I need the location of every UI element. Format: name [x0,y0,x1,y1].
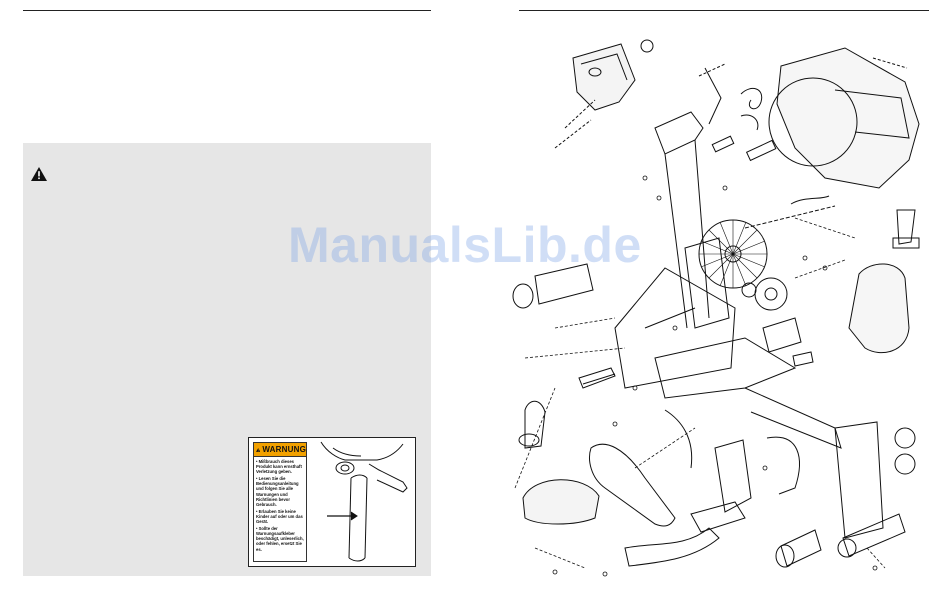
left-page-top-rule [23,10,431,11]
warning-label-body: • Mißbrauch dieses Produkt kann ernsthaf… [254,457,306,556]
exploded-parts-diagram [512,39,920,577]
warning-triangle-icon [31,167,47,181]
warning-label-item: • Sollte der Warnungsaufkleber beschädig… [256,526,304,552]
watermark-text: ManualsLib.de [288,217,642,273]
warning-panel: WARNUNG • Mißbrauch dieses Produkt kann … [23,143,431,576]
warning-label-heading: WARNUNG [262,445,306,454]
warning-label-item: • Lesen Sie die Bedienungsanleitung und … [256,476,299,507]
warning-label-item: • Erlauben Sie keine Kinder auf oder um … [256,508,303,525]
warning-label-card: WARNUNG • Mißbrauch dieses Produkt kann … [253,442,307,562]
label-warning-icon [256,447,261,452]
warning-sticker-illustration: WARNUNG • Mißbrauch dieses Produkt kann … [248,437,416,567]
warning-label-header: WARNUNG [254,443,306,457]
seat-post-drawing [320,441,408,562]
right-page-top-rule [519,10,929,11]
warning-label-item: • Mißbrauch dieses Produkt kann ernsthaf… [256,459,302,475]
